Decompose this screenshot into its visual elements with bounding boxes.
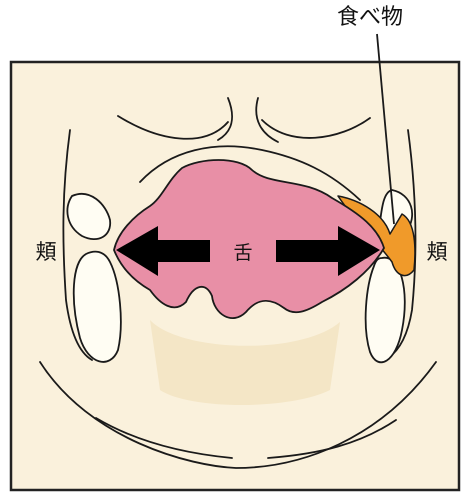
cheek-right-label: 頬 (427, 240, 448, 264)
food-label: 食べ物 (337, 5, 403, 30)
tongue-label: 舌 (233, 242, 252, 264)
cheek-left-label: 頬 (36, 240, 57, 264)
